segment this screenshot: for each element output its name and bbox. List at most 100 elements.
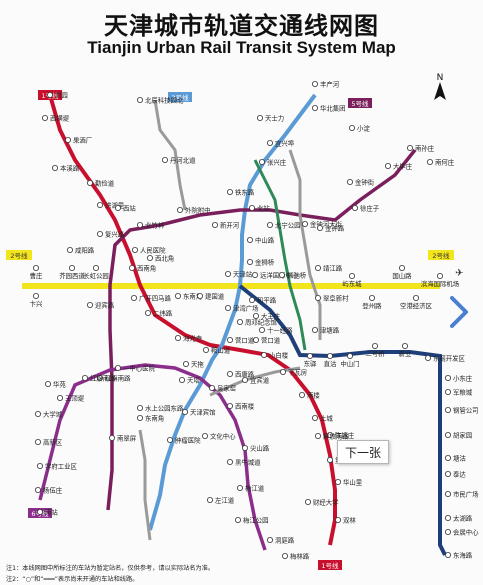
station-marker[interactable] [444, 406, 451, 413]
station-marker[interactable] [33, 264, 40, 271]
station-marker[interactable] [208, 384, 215, 391]
station-marker[interactable] [444, 515, 451, 522]
station-marker[interactable] [406, 144, 413, 151]
station-marker[interactable] [334, 478, 341, 485]
station-marker[interactable] [444, 454, 451, 461]
station-marker[interactable] [226, 188, 233, 195]
station-marker[interactable] [251, 271, 258, 278]
station-marker[interactable] [278, 271, 285, 278]
station-marker[interactable] [224, 270, 231, 277]
station-marker[interactable] [202, 346, 209, 353]
station-marker[interactable] [252, 312, 259, 319]
station-marker[interactable] [37, 508, 44, 515]
station-marker[interactable] [87, 301, 94, 308]
station-marker[interactable] [348, 272, 355, 279]
next-image-button[interactable]: 下一张 [337, 440, 389, 464]
station-marker[interactable] [115, 204, 122, 211]
station-marker[interactable] [130, 294, 137, 301]
station-marker[interactable] [301, 220, 308, 227]
station-marker[interactable] [52, 164, 59, 171]
station-marker[interactable] [314, 264, 321, 271]
station-marker[interactable] [311, 105, 318, 112]
station-marker[interactable] [234, 517, 241, 524]
station-marker[interactable] [444, 374, 451, 381]
station-marker[interactable] [67, 246, 74, 253]
station-marker[interactable] [248, 296, 255, 303]
station-marker[interactable] [174, 292, 181, 299]
station-marker[interactable] [206, 496, 213, 503]
station-marker[interactable] [306, 352, 313, 359]
station-marker[interactable] [241, 376, 248, 383]
station-marker[interactable] [246, 258, 253, 265]
station-marker[interactable] [226, 370, 233, 377]
station-marker[interactable] [368, 294, 375, 301]
station-marker[interactable] [311, 326, 318, 333]
station-marker[interactable] [348, 125, 355, 132]
station-marker[interactable] [144, 309, 151, 316]
station-marker[interactable] [444, 529, 451, 536]
station-marker[interactable] [136, 97, 143, 104]
station-marker[interactable] [444, 552, 451, 559]
station-marker[interactable] [426, 158, 433, 165]
station-marker[interactable] [131, 246, 138, 253]
station-marker[interactable] [146, 254, 153, 261]
station-marker[interactable] [65, 136, 72, 143]
station-marker[interactable] [266, 537, 273, 544]
station-marker[interactable] [97, 230, 104, 237]
station-marker[interactable] [136, 404, 143, 411]
station-marker[interactable] [346, 352, 353, 359]
station-marker[interactable] [109, 434, 116, 441]
station-marker[interactable] [311, 414, 318, 421]
station-marker[interactable] [444, 470, 451, 477]
station-marker[interactable] [136, 414, 143, 421]
station-marker[interactable] [256, 115, 263, 122]
station-marker[interactable] [45, 380, 52, 387]
station-marker[interactable] [279, 368, 286, 375]
station-marker[interactable] [236, 318, 243, 325]
station-marker[interactable] [97, 201, 104, 208]
station-marker[interactable] [314, 294, 321, 301]
station-marker[interactable] [93, 264, 100, 271]
station-marker[interactable] [181, 408, 188, 415]
station-marker[interactable] [196, 292, 203, 299]
station-marker[interactable] [258, 158, 265, 165]
station-marker[interactable] [326, 352, 333, 359]
station-marker[interactable] [182, 360, 189, 367]
station-marker[interactable] [316, 224, 323, 231]
station-marker[interactable] [42, 115, 49, 122]
station-marker[interactable] [326, 431, 333, 438]
station-marker[interactable] [136, 221, 143, 228]
station-marker[interactable] [82, 374, 89, 381]
station-marker[interactable] [346, 178, 353, 185]
chevron-right-icon[interactable] [446, 294, 472, 330]
station-marker[interactable] [258, 326, 265, 333]
station-marker[interactable] [252, 336, 259, 343]
station-marker[interactable] [226, 402, 233, 409]
station-marker[interactable] [37, 462, 44, 469]
station-marker[interactable] [281, 553, 288, 560]
station-marker[interactable] [236, 484, 243, 491]
station-marker[interactable] [444, 388, 451, 395]
station-marker[interactable] [57, 394, 64, 401]
station-marker[interactable] [266, 139, 273, 146]
station-marker[interactable] [226, 336, 233, 343]
station-marker[interactable] [178, 376, 185, 383]
station-marker[interactable] [398, 264, 405, 271]
station-marker[interactable] [35, 438, 42, 445]
station-marker[interactable] [241, 444, 248, 451]
station-marker[interactable] [211, 221, 218, 228]
station-marker[interactable] [304, 498, 311, 505]
station-marker[interactable] [35, 486, 42, 493]
station-marker[interactable] [176, 206, 183, 213]
station-marker[interactable] [260, 351, 267, 358]
station-marker[interactable] [311, 81, 318, 88]
station-marker[interactable] [351, 204, 358, 211]
station-marker[interactable] [401, 342, 408, 349]
station-marker[interactable] [174, 334, 181, 341]
station-marker[interactable] [334, 517, 341, 524]
station-marker[interactable] [412, 294, 419, 301]
station-marker[interactable] [128, 264, 135, 271]
station-marker[interactable] [166, 436, 173, 443]
station-marker[interactable] [444, 490, 451, 497]
station-marker[interactable] [35, 410, 42, 417]
